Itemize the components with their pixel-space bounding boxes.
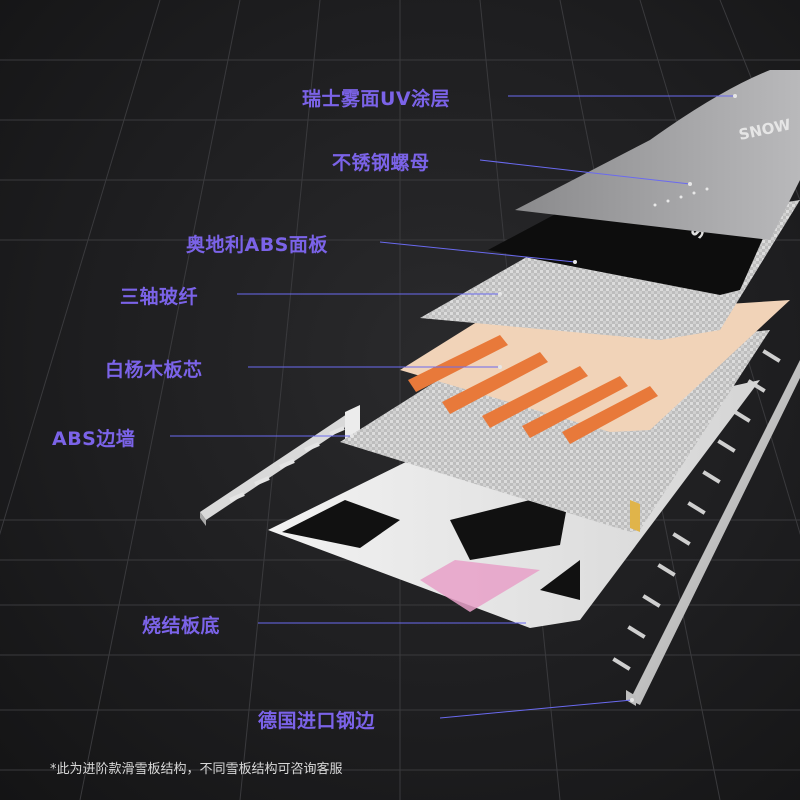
steel-edge-layer (612, 349, 800, 706)
label-triaxial-fiberglass: 三轴玻纤 (120, 286, 199, 308)
label-stainless-nuts: 不锈钢螺母 (332, 152, 430, 174)
label-abs-sidewall: ABS边墙 (52, 428, 136, 450)
abs-sidewall-layer (200, 405, 360, 526)
wood-strips (408, 335, 658, 444)
label-uv-coating: 瑞士雾面UV涂层 (302, 88, 451, 110)
label-steel-edge: 德国进口钢边 (258, 710, 376, 732)
leader-lines (170, 95, 735, 719)
uv-coating-layer: SNOW (515, 70, 800, 240)
label-poplar-core: 白杨木板芯 (105, 359, 203, 381)
label-sintered-base: 烧结板底 (142, 615, 221, 637)
label-abs-topsheet: 奥地利ABS面板 (186, 234, 328, 256)
footnote: *此为进阶款滑雪板结构，不同雪板结构可咨询客服 (50, 762, 343, 777)
leader-dots (350, 94, 737, 702)
